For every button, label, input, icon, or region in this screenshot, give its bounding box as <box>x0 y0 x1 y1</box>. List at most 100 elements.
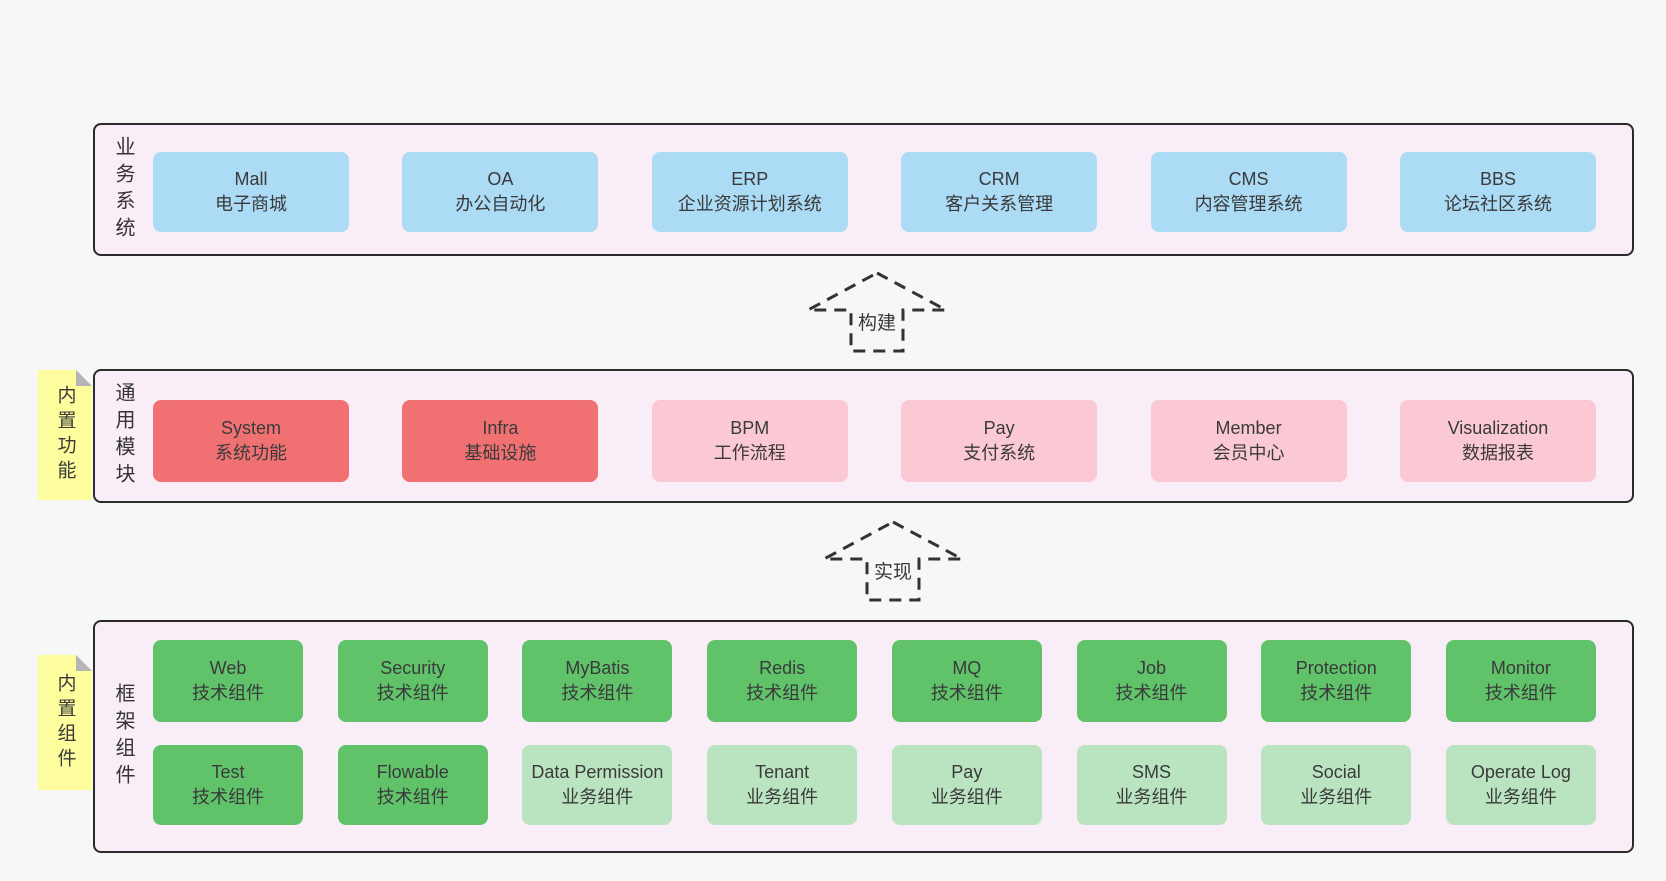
box-subtitle: 企业资源计划系统 <box>677 194 822 214</box>
box-member: Member 会员中心 <box>1150 400 1347 482</box>
box-title: BPM <box>730 418 770 438</box>
box-subtitle: 办公自动化 <box>455 194 546 214</box>
box-mall: Mall 电子商城 <box>153 152 349 232</box>
box-subtitle: 业务组件 <box>930 787 1003 807</box>
box-subtitle: 技术组件 <box>192 683 264 703</box>
box-title: Web <box>209 658 247 678</box>
box-subtitle: 电子商城 <box>215 194 287 214</box>
box-operate-log: Operate Log 业务组件 <box>1445 745 1596 825</box>
box-flowable: Flowable 技术组件 <box>337 745 488 825</box>
box-oa: OA 办公自动化 <box>402 152 599 232</box>
box-subtitle: 客户关系管理 <box>945 194 1054 214</box>
box-subtitle: 业务组件 <box>561 787 634 807</box>
build-arrow-label: 构建 <box>858 312 896 334</box>
box-test: Test 技术组件 <box>153 745 303 825</box>
note-fold-icon <box>76 370 92 386</box>
box-subtitle: 技术组件 <box>930 683 1003 703</box>
box-title: Visualization <box>1447 418 1549 438</box>
business-systems-label-text: 业务系统 <box>112 135 134 244</box>
box-subtitle: 技术组件 <box>376 683 449 703</box>
box-job: Job 技术组件 <box>1076 640 1227 722</box>
box-subtitle: 业务组件 <box>1115 787 1188 807</box>
box-bbs: BBS 论坛社区系统 <box>1399 152 1596 232</box>
box-title: CMS <box>1228 169 1269 189</box>
box-subtitle: 内容管理系统 <box>1194 194 1303 214</box>
common-modules-row: System 系统功能 Infra 基础设施 BPM 工作流程 Pay 支付系统… <box>153 400 1596 482</box>
box-pay-component: Pay 业务组件 <box>891 745 1042 825</box>
box-title: SMS <box>1132 762 1172 782</box>
box-security: Security 技术组件 <box>337 640 488 722</box>
box-title: Tenant <box>755 762 810 782</box>
box-title: Job <box>1137 658 1167 678</box>
business-systems-panel: 业务系统 Mall 电子商城 OA 办公自动化 ERP 企业资源计划系统 CRM… <box>93 123 1634 256</box>
box-subtitle: 技术组件 <box>746 683 819 703</box>
box-title: BBS <box>1479 169 1516 189</box>
box-subtitle: 技术组件 <box>561 683 634 703</box>
box-subtitle: 技术组件 <box>1484 683 1557 703</box>
box-bpm: BPM 工作流程 <box>651 400 848 482</box>
box-title: Infra <box>482 418 519 438</box>
framework-components-label: 框架组件 <box>109 622 138 851</box>
box-subtitle: 技术组件 <box>192 787 264 807</box>
box-visualization: Visualization 数据报表 <box>1399 400 1596 482</box>
box-title: Pay <box>983 418 1015 438</box>
box-title: Pay <box>951 762 983 782</box>
box-cms: CMS 内容管理系统 <box>1150 152 1347 232</box>
box-mq: MQ 技术组件 <box>891 640 1042 722</box>
framework-row-1: Web 技术组件 Security 技术组件 MyBatis 技术组件 Redi… <box>153 640 1596 722</box>
box-title: CRM <box>978 169 1020 189</box>
box-subtitle: 技术组件 <box>376 787 449 807</box>
box-title: OA <box>487 169 514 189</box>
common-modules-panel: 通用模块 System 系统功能 Infra 基础设施 BPM 工作流程 Pay… <box>93 369 1634 503</box>
business-systems-row: Mall 电子商城 OA 办公自动化 ERP 企业资源计划系统 CRM 客户关系… <box>153 152 1596 232</box>
box-title: Data Permission <box>531 762 664 782</box>
box-subtitle: 数据报表 <box>1461 443 1534 463</box>
box-subtitle: 论坛社区系统 <box>1443 194 1552 214</box>
build-arrow-icon: 构建 <box>807 271 947 353</box>
box-subtitle: 技术组件 <box>1300 683 1373 703</box>
box-mybatis: MyBatis 技术组件 <box>522 640 673 722</box>
business-systems-label: 业务系统 <box>109 125 138 254</box>
box-subtitle: 支付系统 <box>963 443 1036 463</box>
box-subtitle: 系统功能 <box>215 443 287 463</box>
box-subtitle: 技术组件 <box>1115 683 1188 703</box>
box-subtitle: 业务组件 <box>1300 787 1373 807</box>
box-title: Test <box>211 762 245 782</box>
box-title: Social <box>1311 762 1361 782</box>
box-title: Security <box>380 658 446 678</box>
builtin-components-note-text: 内置组件 <box>54 672 76 773</box>
framework-components-label-text: 框架组件 <box>112 682 134 791</box>
box-subtitle: 工作流程 <box>713 443 786 463</box>
box-infra: Infra 基础设施 <box>402 400 599 482</box>
box-title: Flowable <box>376 762 449 782</box>
box-erp: ERP 企业资源计划系统 <box>651 152 848 232</box>
builtin-features-note-text: 内置功能 <box>54 385 76 485</box>
box-title: ERP <box>731 169 769 189</box>
box-redis: Redis 技术组件 <box>707 640 858 722</box>
implement-arrow-label: 实现 <box>874 561 912 583</box>
box-web: Web 技术组件 <box>153 640 303 722</box>
note-fold-icon <box>76 655 92 671</box>
box-subtitle: 业务组件 <box>1484 787 1557 807</box>
box-crm: CRM 客户关系管理 <box>901 152 1098 232</box>
box-title: System <box>220 418 281 438</box>
common-modules-label: 通用模块 <box>109 371 138 501</box>
box-title: MQ <box>952 658 982 678</box>
box-title: Protection <box>1295 658 1377 678</box>
builtin-components-note: 内置组件 <box>38 655 92 790</box>
framework-components-panel: 框架组件 Web 技术组件 Security 技术组件 MyBatis 技术组件… <box>93 620 1634 853</box>
box-title: MyBatis <box>565 658 630 678</box>
box-subtitle: 业务组件 <box>746 787 819 807</box>
box-pay-module: Pay 支付系统 <box>901 400 1098 482</box>
common-modules-label-text: 通用模块 <box>112 382 134 490</box>
box-tenant: Tenant 业务组件 <box>707 745 858 825</box>
box-subtitle: 会员中心 <box>1212 443 1285 463</box>
box-title: Member <box>1215 418 1282 438</box>
implement-arrow-icon: 实现 <box>823 520 963 602</box>
box-sms: SMS 业务组件 <box>1076 745 1227 825</box>
box-protection: Protection 技术组件 <box>1261 640 1412 722</box>
box-social: Social 业务组件 <box>1261 745 1412 825</box>
box-monitor: Monitor 技术组件 <box>1445 640 1596 722</box>
box-title: Monitor <box>1490 658 1551 678</box>
